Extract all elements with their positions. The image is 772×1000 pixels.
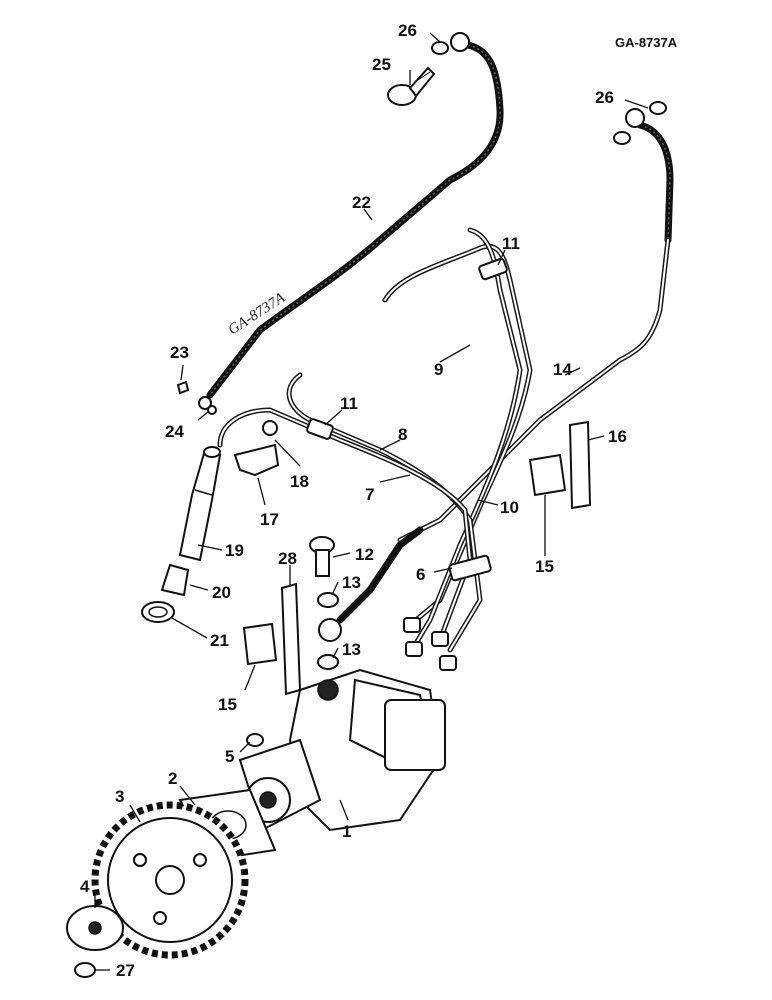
callout-4: 4 [80,877,90,896]
fuel-inlet-hose [336,526,424,624]
clamp-15-left [242,622,278,666]
callout-3: 3 [115,787,124,806]
return-line-14 [397,108,674,543]
callout-11-lower: 11 [340,394,358,413]
callout-20: 20 [212,583,231,602]
callout-28: 28 [278,549,297,568]
callout-15-right: 15 [535,557,554,576]
callout-9: 9 [434,360,443,379]
banjo-bolt-12 [309,536,335,577]
bracket-28 [280,582,302,696]
callout-12: 12 [355,545,374,564]
banjo-bolt-25 [387,66,436,106]
washer-13-lower [317,654,339,670]
injection-lines [217,227,533,671]
leader-lines [94,32,649,971]
callout-1: 1 [342,822,351,841]
callout-25: 25 [372,55,391,74]
clamp-11-upper [478,257,508,281]
callout-6: 6 [416,565,425,584]
callout-22: 22 [352,193,371,212]
callout-26-right: 26 [595,88,614,107]
clamp-15-right [528,453,567,497]
callout-16: 16 [608,427,627,446]
injection-pump-1 [238,668,446,832]
callout-13-lower: 13 [342,640,361,659]
screw-23 [176,380,190,395]
banjo-fitting [318,618,342,642]
sealing-washer-26-top [431,41,449,55]
callout-18: 18 [290,472,309,491]
clamp-6 [448,554,492,582]
callout-19: 19 [225,541,244,560]
nozzle-20 [160,563,190,597]
callout-23: 23 [170,343,189,362]
callout-2: 2 [168,769,177,788]
callout-14: 14 [553,360,572,379]
drive-gear-3 [91,801,249,959]
callout-10: 10 [500,498,519,517]
callout-8: 8 [398,425,407,444]
figure-code: GA-8737A [615,35,678,50]
callout-15-left: 15 [218,695,237,714]
callout-13-upper: 13 [342,573,361,592]
callout-7: 7 [365,485,374,504]
injector-19 [178,446,222,562]
clamp-bolt-18 [262,420,278,436]
callout-24: 24 [165,422,184,441]
callout-11-upper: 11 [502,234,520,253]
callouts: 26 25 26 22 11 9 14 23 11 8 24 16 18 7 1… [80,21,627,980]
bracket-16 [568,420,592,510]
washer-27 [74,962,96,978]
callout-5: 5 [225,747,234,766]
callout-26-top: 26 [398,21,417,40]
sealing-washer-26-right-b [613,131,631,145]
callout-21: 21 [210,631,229,650]
washer-24 [207,405,217,415]
sealing-washer-26-right-a [649,101,667,115]
clamp-17 [233,443,280,477]
hub-4 [66,905,124,951]
washer-13-upper [317,592,339,608]
callout-17: 17 [260,510,279,529]
leak-off-line-22 [198,32,504,410]
callout-27: 27 [116,961,135,980]
